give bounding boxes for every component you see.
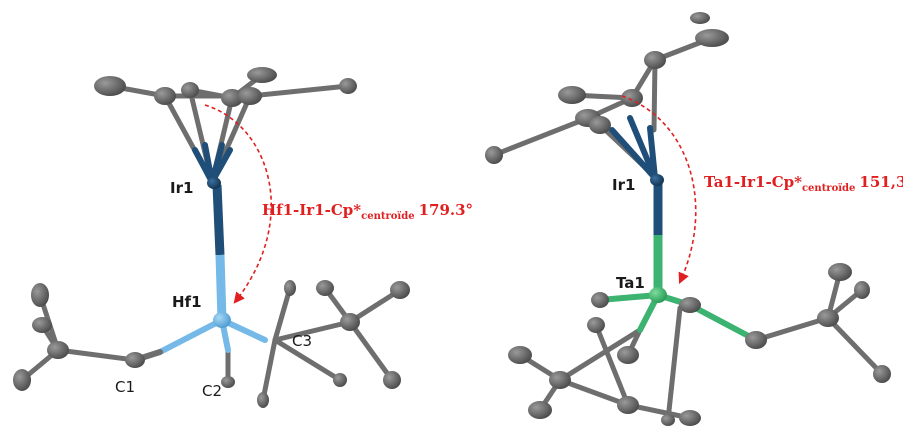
left-c1-label: C1 xyxy=(115,378,135,396)
right-cp-bonds xyxy=(491,35,715,175)
right-angle-annotation: Ta1-Ir1-Cp*centroïde 151,3° xyxy=(704,173,903,194)
right-angle-subscript: centroïde xyxy=(802,183,855,194)
left-angle-subscript: centroïde xyxy=(361,211,414,222)
left-hf-ir-bond-half xyxy=(215,254,227,321)
left-carbon-atoms xyxy=(13,67,410,408)
left-angle-arrow xyxy=(204,104,272,304)
right-ta-atom xyxy=(649,287,667,303)
left-c3-label: C3 xyxy=(292,332,312,350)
left-ir-cp-bonds xyxy=(192,142,233,185)
left-angle-prefix: Hf1-Ir1-Cp* xyxy=(262,201,361,219)
left-c2-label: C2 xyxy=(202,382,222,400)
left-ir-label: Ir1 xyxy=(170,179,193,197)
right-ir-atom xyxy=(650,174,664,186)
left-hf-ligand-bonds xyxy=(157,317,268,355)
right-ir-label: Ir1 xyxy=(612,176,635,194)
right-ligand-bonds xyxy=(517,269,885,423)
left-molecule: Ir1 Hf1 C1 C2 C3 Hf1-Ir1-Cp*centroïde 179… xyxy=(13,67,473,408)
right-angle-value: 151,3° xyxy=(859,173,903,191)
left-angle-value: 179.3° xyxy=(419,201,473,219)
right-ir-cp-bonds xyxy=(609,115,658,181)
left-ir-atom xyxy=(207,177,221,189)
left-ir-hf-bond xyxy=(212,184,225,256)
left-hf-atom xyxy=(213,312,231,328)
right-molecule: Ir1 Ta1 Ta1-Ir1-Cp*centroïde 151,3° xyxy=(485,12,903,426)
right-carbon-atoms xyxy=(485,12,891,426)
left-angle-annotation: Hf1-Ir1-Cp*centroïde 179.3° xyxy=(262,201,473,222)
right-angle-prefix: Ta1-Ir1-Cp* xyxy=(704,173,802,191)
right-ta-label: Ta1 xyxy=(616,274,645,292)
left-hf-label: Hf1 xyxy=(172,293,202,311)
